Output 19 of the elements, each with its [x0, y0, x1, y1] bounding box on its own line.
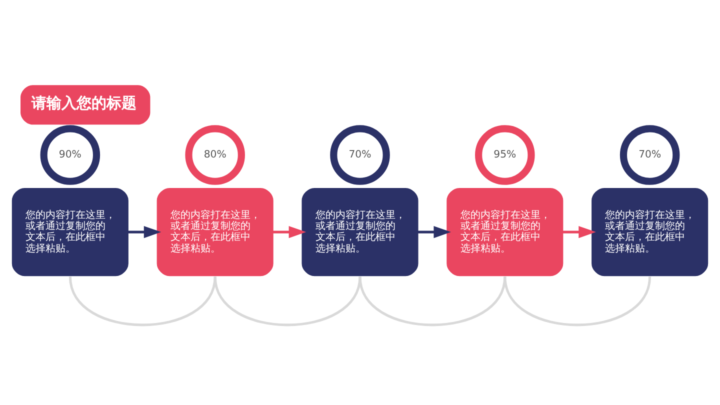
- connector: [504, 276, 652, 326]
- arrow: [272, 226, 306, 238]
- arrow: [128, 226, 162, 238]
- node-box: 您的内容打在这里，或者通过复制您的文本后，在此框中选择粘贴。: [592, 187, 708, 276]
- node-box: 您的内容打在这里，或者通过复制您的文本后，在此框中选择粘贴。: [12, 187, 128, 276]
- node-circle: 95%: [475, 124, 535, 184]
- diagram-title: 请输入您的标题: [32, 93, 137, 112]
- connector: [214, 276, 362, 326]
- node-circle: 80%: [185, 124, 245, 184]
- node-circle: 70%: [330, 124, 390, 184]
- connector: [68, 276, 216, 326]
- node-box: 您的内容打在这里，或者通过复制您的文本后，在此框中选择粘贴。: [446, 187, 564, 276]
- arrow: [418, 226, 451, 238]
- node-box: 您的内容打在这里，或者通过复制您的文本后，在此框中选择粘贴。: [302, 187, 418, 276]
- arrow: [562, 226, 596, 238]
- node-box: 您的内容打在这里，或者通过复制您的文本后，在此框中选择粘贴。: [156, 187, 274, 276]
- connector: [358, 276, 506, 326]
- node-circle: 90%: [40, 124, 100, 184]
- node-circle: 70%: [620, 124, 680, 184]
